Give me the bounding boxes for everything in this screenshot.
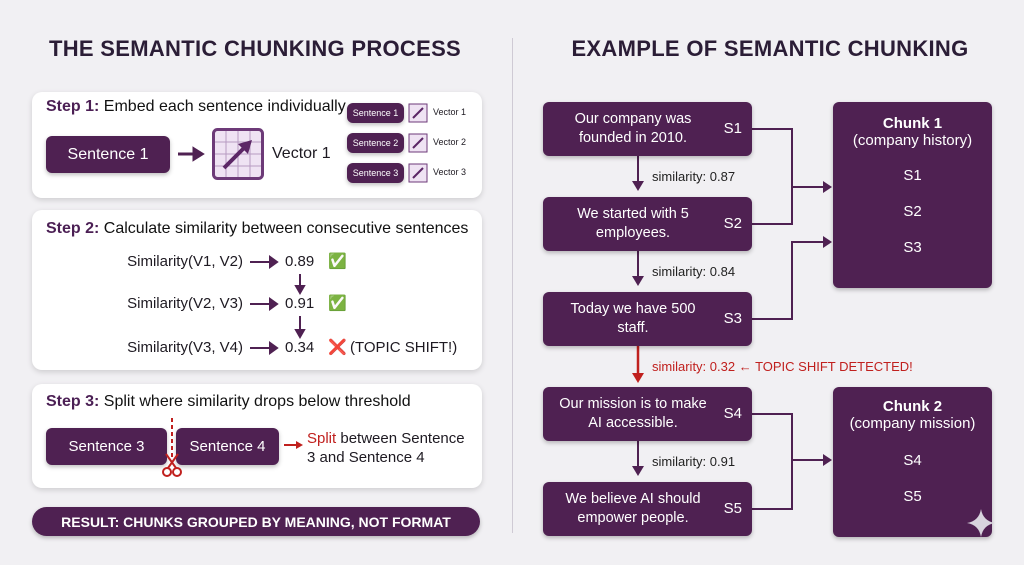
sentence-text: Our company was founded in 2010.: [574, 111, 692, 146]
step1-text: Embed each sentence individually: [103, 98, 346, 115]
mini-sentence: Sentence 1: [347, 103, 404, 123]
sentence-text: Our mission is to make AI accessible.: [559, 396, 707, 431]
topic-shift-label: similarity: 0.32 ← TOPIC SHIFT DETECTED!: [652, 359, 913, 374]
step3-label: Step 3:: [46, 393, 100, 410]
sentence-text: Today we have 500 staff.: [570, 301, 696, 336]
mini-sentence: Sentence 2: [347, 133, 404, 153]
chunk-title: Chunk 1: [882, 115, 943, 132]
split-line2: 3 and Sentence 4: [307, 449, 425, 466]
chunk-2: Chunk 2 (company mission) S4 S5: [833, 387, 992, 537]
sparkle-icon: [967, 509, 995, 537]
vector-icon: [408, 103, 428, 123]
vector-icon: [408, 133, 428, 153]
vector-label: Vector 1: [272, 145, 331, 162]
similarity-expr: Similarity(V2, V3): [127, 295, 243, 312]
sentence-node: We started with 5 employees. S2: [543, 197, 752, 251]
result-banner: RESULT: CHUNKS GROUPED BY MEANING, NOT F…: [32, 507, 480, 536]
chunk-item: S1: [903, 167, 922, 184]
arrow-right-icon: [178, 146, 205, 162]
step2-text: Calculate similarity between consecutive…: [103, 220, 469, 237]
chunk-subtitle: (company mission): [849, 415, 976, 432]
similarity-value: 0.34: [285, 339, 315, 356]
split-note: Split between Sentence 3 and Sentence 4: [307, 429, 465, 467]
step2-card: Step 2: Calculate similarity between con…: [32, 210, 482, 370]
cross-icon: ❌: [328, 339, 347, 356]
chunk-title: Chunk 2: [882, 398, 943, 415]
step1-label: Step 1:: [46, 98, 100, 115]
chunk-item: S5: [903, 488, 922, 505]
check-icon: ✅: [328, 295, 347, 312]
sentence-id: S1: [723, 120, 742, 137]
mini-sentence: Sentence 3: [347, 163, 404, 183]
similarity-value: 0.89: [285, 253, 315, 270]
sentence-box: Sentence 3: [46, 428, 167, 465]
sentence-id: S2: [723, 215, 742, 232]
similarity-expr: Similarity(V1, V2): [127, 253, 243, 270]
process-title: THE SEMANTIC CHUNKING PROCESS: [48, 36, 462, 61]
step1-card: Step 1: Embed each sentence individually…: [32, 92, 482, 198]
mini-vector: Vector 3: [433, 167, 467, 177]
chunk-1: Chunk 1 (company history) S1 S2 S3: [833, 102, 992, 288]
step2-label: Step 2:: [46, 220, 100, 237]
sentence-id: S3: [723, 310, 742, 327]
similarity-label: similarity: 0.87: [652, 169, 736, 184]
sentence-id: S5: [723, 500, 742, 517]
sentence-id: S4: [723, 405, 742, 422]
step2-arrows: [250, 255, 306, 355]
split-word: Split: [307, 430, 337, 447]
sentence-box: Sentence 1: [46, 136, 170, 173]
sentence-text: We believe AI should empower people.: [565, 491, 701, 526]
scissors-icon: [162, 418, 182, 477]
check-icon: ✅: [328, 253, 347, 270]
flow-connectors: [632, 128, 832, 510]
split-rest: between Sentence: [336, 430, 465, 447]
sentence-node: Our mission is to make AI accessible. S4: [543, 387, 752, 441]
sentence-text: We started with 5 employees.: [577, 206, 689, 241]
chunk-item: S2: [903, 203, 922, 220]
arrow-right-icon: [284, 441, 303, 449]
step3-card: Step 3: Split where similarity drops bel…: [32, 384, 482, 488]
sentence-node: Today we have 500 staff. S3: [543, 292, 752, 346]
step3-text: Split where similarity drops below thres…: [103, 393, 411, 410]
sentence-node: We believe AI should empower people. S5: [543, 482, 752, 536]
similarity-label: similarity: 0.91: [652, 454, 736, 469]
vector-icon: [212, 128, 264, 180]
divider: [512, 38, 513, 533]
topic-shift-note: (TOPIC SHIFT!): [350, 339, 458, 356]
similarity-value: 0.91: [285, 295, 315, 312]
mini-vector: Vector 2: [433, 137, 467, 147]
vector-icon: [408, 163, 428, 183]
mini-vector: Vector 1: [433, 107, 467, 117]
chunk-item: S3: [903, 239, 922, 256]
example-title: EXAMPLE OF SEMANTIC CHUNKING: [571, 36, 969, 61]
sentence-node: Our company was founded in 2010. S1: [543, 102, 752, 156]
sentence-box: Sentence 4: [176, 428, 279, 465]
chunk-item: S4: [903, 452, 922, 469]
similarity-label: similarity: 0.84: [652, 264, 736, 279]
chunk-subtitle: (company history): [852, 132, 973, 149]
similarity-expr: Similarity(V3, V4): [127, 339, 243, 356]
